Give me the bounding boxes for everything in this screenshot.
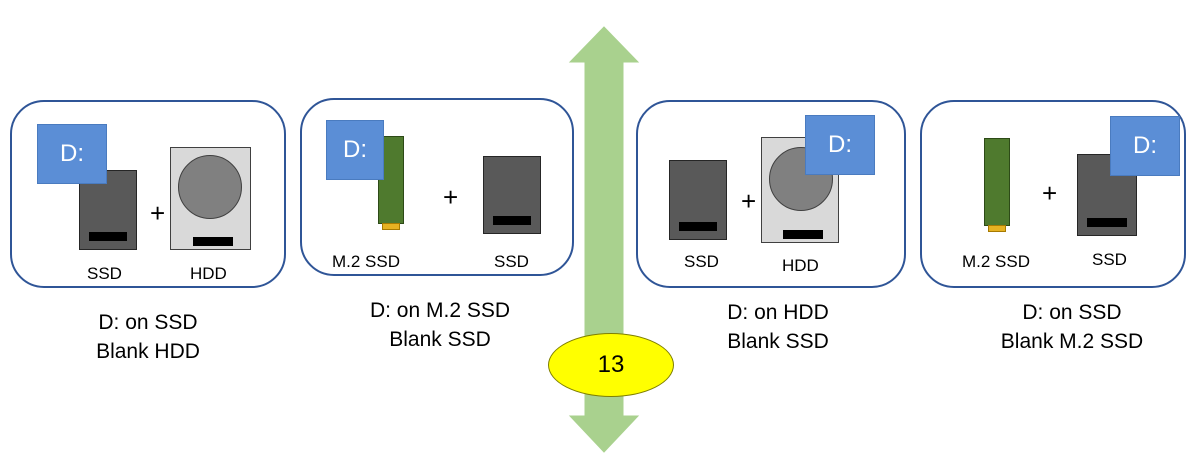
caption-panel-3: D: on HDD Blank SSD [678,298,878,356]
caption-line-1: D: on SSD [1022,301,1122,324]
caption-panel-2: D: on M.2 SSD Blank SSD [340,296,540,354]
right-drive-label: SSD [1092,250,1127,269]
panel-ssd-hdd: D: + SSD HDD [10,100,286,288]
ssd-drive-icon [483,156,541,234]
connector-slot [493,216,531,225]
connector-slot [193,237,233,246]
ssd-drive-icon [669,160,727,240]
m2-ssd-drive-icon [984,138,1010,232]
caption-line-2: Blank HDD [96,340,200,363]
caption-line-2: Blank M.2 SSD [1000,330,1144,353]
hdd-drive-icon [170,147,251,250]
connector-slot [1087,218,1127,227]
plus-sign: + [443,182,459,212]
badge-label: 13 [597,351,625,378]
connector-slot [89,232,127,241]
right-drive-label: SSD [494,252,529,271]
m2-gold-connector [382,223,400,230]
panel-ssd-hdd-2: + D: SSD HDD [636,100,906,288]
hdd-platter [178,155,242,219]
plus-sign: + [1042,178,1058,208]
caption-panel-4: D: on SSD Blank M.2 SSD [972,298,1172,356]
left-drive-label: SSD [684,252,719,271]
plus-sign: + [741,186,757,216]
right-drive-label: HDD [190,264,227,283]
left-drive-label: M.2 SSD [332,252,401,271]
drive-letter-tag: D: [37,124,107,184]
number-badge: 13 [548,333,674,397]
drive-letter-tag: D: [1110,116,1180,176]
m2-gold-connector [988,225,1006,232]
caption-line-1: D: on HDD [727,301,829,324]
plus-sign: + [150,198,166,228]
drive-letter-tag: D: [326,120,384,180]
connector-slot [679,222,717,231]
caption-line-1: D: on M.2 SSD [369,299,511,322]
ssd-drive-icon [79,170,137,250]
caption-line-2: Blank SSD [389,328,491,351]
left-drive-label: SSD [87,264,122,283]
left-drive-label: M.2 SSD [962,252,1031,271]
panel-m2ssd-ssd: D: + M.2 SSD SSD [300,98,574,276]
drive-letter-tag: D: [805,115,875,175]
connector-slot [783,230,823,239]
caption-panel-1: D: on SSD Blank HDD [48,308,248,366]
m2-ssd-drive-icon [378,136,404,230]
panel-m2ssd-ssd-2: + D: M.2 SSD SSD [920,100,1186,288]
caption-line-1: D: on SSD [98,311,198,334]
caption-line-2: Blank SSD [727,330,829,353]
right-drive-label: HDD [782,256,819,275]
